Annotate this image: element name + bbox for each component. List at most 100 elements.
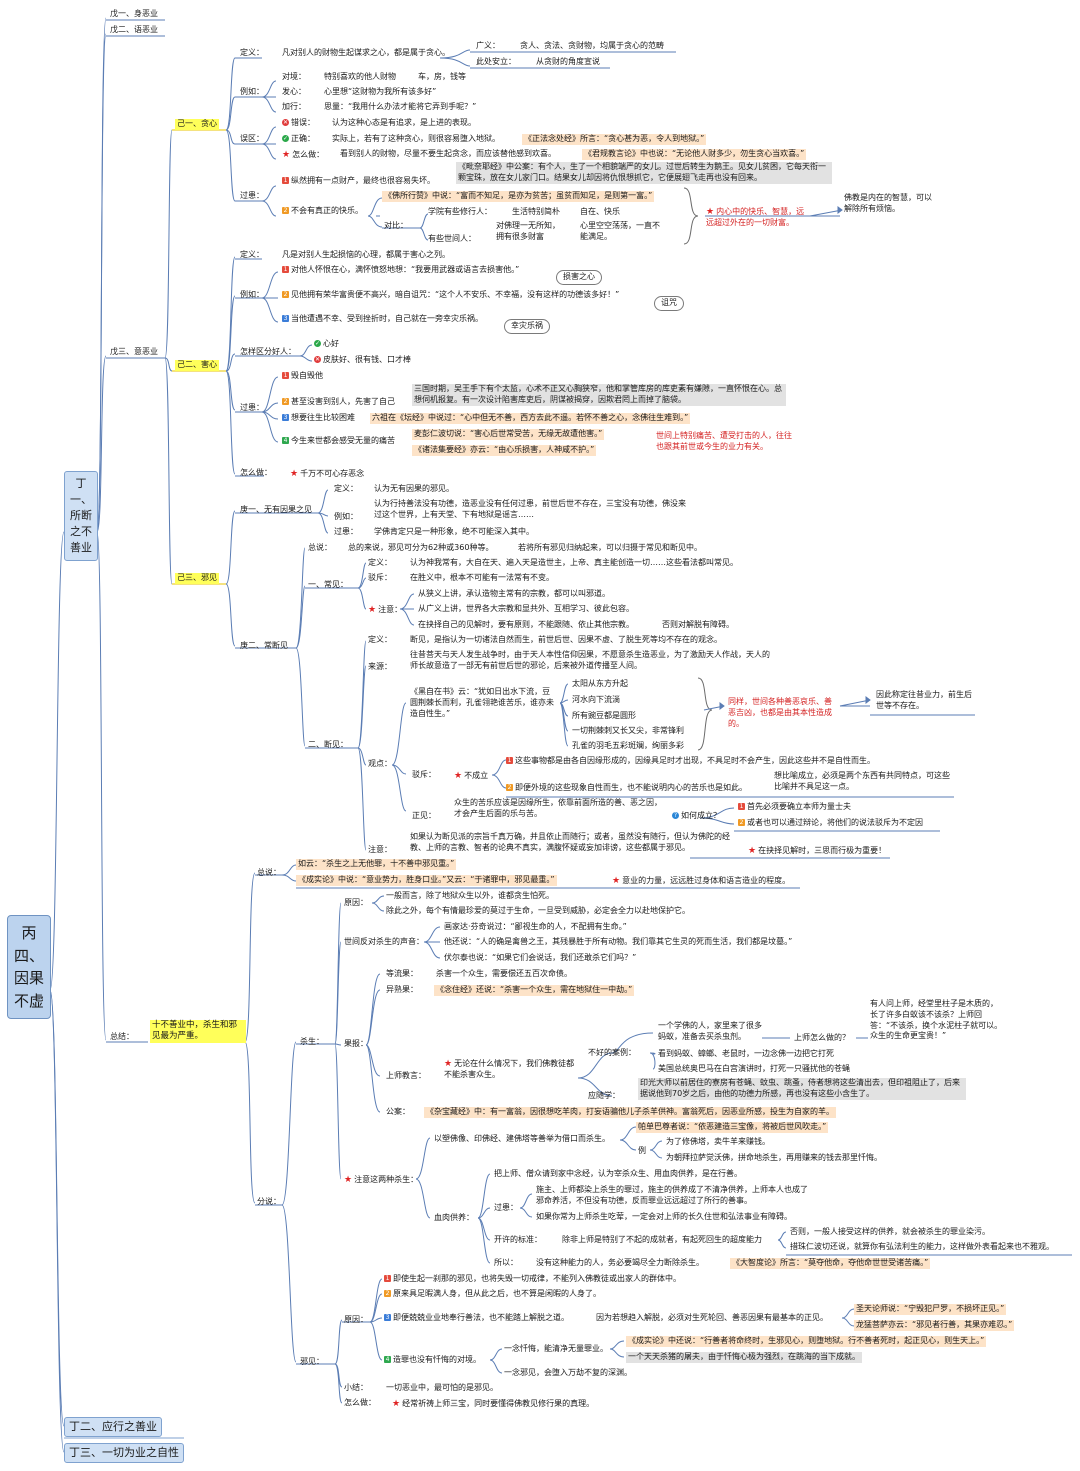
xie-g1-eg[interactable]: 认为行持善法没有功德，造恶业没有任何过患，前世后世不存在，三宝没有功德，佛没来过… <box>374 499 686 519</box>
tan-conclusion-row[interactable]: ★内心中的快乐、智慧，远远超过外在的一切财富。 <box>704 206 812 229</box>
tan-eg1[interactable]: 特别喜欢的他人财物 <box>324 72 396 81</box>
xie-c-bo[interactable]: 在胜义中，根本不可能有一法常有不变。 <box>410 573 554 582</box>
sum-sh-row[interactable]: ★无论在什么情况下，我们佛教徒都不能杀害众生。 <box>442 1058 578 1081</box>
xie-geng2[interactable]: 庚二、常断见 <box>240 641 288 650</box>
sum-xj3d[interactable]: 龙猛菩萨亦云：“邪见者行善，其果亦难忍。” <box>854 1320 1015 1331</box>
hai-guo4b[interactable]: 《诸法集要经》亦云：“由心乐损害，人神咸不护。” <box>412 445 597 456</box>
sum-zs-label[interactable]: 总说： <box>257 868 281 877</box>
sum-yy2[interactable]: 除此之外，每个有情最珍爱的莫过于生命，一旦受到威胁，必定会全力以赴地保护它。 <box>386 906 690 915</box>
xie-gd-end[interactable]: 因此称定往昔业力，前生后世等不存在。 <box>876 690 972 710</box>
hai-guo3b[interactable]: 六祖在《坛经》中说过：“心中但无不善，西方去此不遥。若怀不善之心，念佛往生难到。… <box>370 413 691 424</box>
hai-eg3-tag[interactable]: 幸灾乐祸 <box>504 319 550 334</box>
topic-hai[interactable]: 己二、害心 <box>175 360 219 371</box>
sum-zy1a[interactable]: 帕单巴尊者说：“依恶建造三宝像，将被后世风吹走。” <box>636 1122 829 1133</box>
hai-eg1-tag[interactable]: 损害之心 <box>556 270 602 285</box>
sum-sy[interactable]: 没有这种能力的人，务必要竭尽全力断除杀生。 <box>536 1258 704 1267</box>
topic-tan[interactable]: 己一、贪心 <box>175 119 219 130</box>
hai-do-row[interactable]: ★千万不可心存恶念 <box>288 468 366 480</box>
tan-guo1b[interactable]: 《毗奈耶经》中公案：有个人，生了一个相貌端严的女儿。过世后转生为鹅王。见女儿贫困… <box>456 162 832 184</box>
tan-wu3-row[interactable]: ★怎么做： <box>280 149 326 161</box>
xie-gd2[interactable]: 河水向下流淌 <box>572 695 620 704</box>
sum-xr-g1[interactable]: 施主、上师都染上杀生的罪过，施主的供养成了不清净供养，上师本人也成了邪命养活，不… <box>536 1185 808 1205</box>
tan-wu1-row[interactable]: ✕错误： <box>280 118 317 129</box>
sum-ss-label[interactable]: 杀生： <box>300 1037 324 1046</box>
sum-bh-q[interactable]: 上师怎么做的？ <box>794 1033 850 1042</box>
sum-zs2b-row[interactable]: ★意业的力量，远远胜过身体和语言造业的程度。 <box>610 875 792 887</box>
xie-c-def[interactable]: 认为神我常有，大自在天、遍入天是造世主，上帝、真主能创造一切……这些看法都叫常见… <box>410 558 738 567</box>
sum-bh2[interactable]: 看到蚂蚁、蟑螂、老鼠时，一边念佛一边把它打死 <box>658 1049 834 1058</box>
sum-kx[interactable]: 除非上师是特别了不起的成就者，有起死回生的超度能力 <box>562 1235 762 1244</box>
xie-geng1[interactable]: 庚一、无有因果之见 <box>240 505 312 514</box>
xie-duan-label[interactable]: 二、断见： <box>308 740 348 749</box>
xie-c-zhu3b[interactable]: 否则对解脱有障碍。 <box>662 620 734 629</box>
hai-guo4c[interactable]: 世间上特别痛苦、遭受打击的人，往往也跟其前世或今生的业力有关。 <box>656 431 792 451</box>
xie-zj[interactable]: 众生的苦乐应该是因缘所生，依靠前面所造的善、恶之因，才会产生后面的乐与苦。 <box>454 798 662 818</box>
tan-xue1[interactable]: 生活特别简朴 <box>512 207 560 216</box>
tan-wu2-row[interactable]: ✓正确： <box>280 134 317 145</box>
xie-c-zhu2[interactable]: 从广义上讲，世界各大宗教和显共外、互相学习、彼此包容。 <box>418 604 634 613</box>
sum-kx3[interactable]: 措珠仁波切还说，就算你有弘法利生的能力，这样做外表看起来也不雅观。 <box>790 1242 1054 1251</box>
tan-eg3[interactable]: 思量：“我用什么办法才能将它弄到手呢？” <box>324 102 477 111</box>
sum-sy2[interactable]: 《大智度论》所言：“莫夺他命，夺他命世世受诸苦痛。” <box>730 1258 931 1269</box>
sum-zy1[interactable]: 以塑佛像、印佛经、建佛塔等善举为借口而杀生。 <box>434 1134 610 1143</box>
sum-xj4d[interactable]: 一念邪见，会堕入万劫不复的深渊。 <box>504 1368 632 1377</box>
xie-zy-star-row[interactable]: ★在抉择见解时，三思而行极为重要！ <box>746 845 888 857</box>
sum-xj4a[interactable]: 《成实论》中还说：“行善者将命终时，生邪见心，则堕地狱。行不善者死时，起正见心，… <box>626 1336 987 1347</box>
tan-ci[interactable]: 从贪财的角度宣说 <box>536 57 600 66</box>
zongjie-text[interactable]: 十不善业中，杀生和邪见最为严重。 <box>150 1020 246 1043</box>
sum-ysx[interactable]: 印光大师以前居住的寮房有苍蝇、蚊虫、跳蚤，侍者想将这些清出去，但印祖阻止了，后来… <box>638 1078 966 1100</box>
tan-guo2a[interactable]: 《佛所行赞》中说：“富而不知足，是亦为贫苦；虽贫而知足，是则第一富。” <box>382 191 655 202</box>
xie-d-src[interactable]: 往昔菩天与天人发生战争时，由于天人本性信仰因果，不愿意杀生造恶业，为了激励天人作… <box>410 650 770 670</box>
xie-g1-def[interactable]: 认为无有因果的邪见。 <box>374 484 454 493</box>
xie-bo-star-row[interactable]: ★不成立 <box>452 770 490 782</box>
sum-bh-a[interactable]: 一个学佛的人，家里来了很多蚂蚁，准备去买杀虫剂。 <box>658 1021 762 1041</box>
tan-shi2[interactable]: 心里空空荡荡，一直不能满足。 <box>580 221 660 241</box>
xie-gd5[interactable]: 孔雀的羽毛五彩斑斓，绚丽多彩 <box>572 741 684 750</box>
tan-wu1[interactable]: 认为这种心态是有追求，是上进的表现。 <box>332 118 476 127</box>
hai-how2-row[interactable]: ✕皮肤好、很有钱、口才棒 <box>312 355 413 366</box>
sum-zm-row[interactable]: ★经常祈祷上师三宝，同时要懂得佛教见修行果的真理。 <box>390 1398 596 1410</box>
topic-wu3[interactable]: 戊三、意恶业 <box>110 347 158 356</box>
topic-d2[interactable]: 丁二、应行之善业 <box>64 1417 162 1437</box>
tan-guang[interactable]: 贪人、贪法、贪财物，均属于贪心的范畴 <box>520 41 664 50</box>
xie-zj-q-row[interactable]: ?如何成立？ <box>670 811 723 822</box>
sum-xr-g2[interactable]: 如果你常为上师杀生吃荤，一定会对上师的长久住世和弘法事业有障碍。 <box>536 1212 792 1221</box>
sum-kx2[interactable]: 否则，一般人接受这样的供养，就会被杀生的罪业染污。 <box>790 1227 990 1236</box>
sum-xiao[interactable]: 一切恶业中，最可怕的是邪见。 <box>386 1383 498 1392</box>
sum-zy-row[interactable]: ★注意这两种杀生： <box>342 1174 420 1186</box>
sum-sj1[interactable]: 画家达·芬奇说过：“鄙视生命的人，不配拥有生命。” <box>444 922 627 931</box>
sum-zy1b[interactable]: 为了修佛塔，卖牛羊来赚钱。 <box>666 1137 770 1146</box>
hai-how1-row[interactable]: ✓心好 <box>312 339 341 350</box>
topic-xie[interactable]: 己三、邪见 <box>175 573 219 584</box>
sum-bh-ans[interactable]: 有人问上师，经堂里柱子是木质的，长了许多白蚁该不该杀？上师回答：“不该杀，换个水… <box>870 999 1003 1041</box>
topic-wu1[interactable]: 戊一、身恶业 <box>110 9 158 18</box>
tan-wu3b[interactable]: 《君规教言论》中也说：“无论他人财多少，勿生贪心当欢喜。” <box>582 149 807 160</box>
topic-wu2[interactable]: 戊二、语恶业 <box>110 25 158 34</box>
sum-zy1c[interactable]: 为朝拜拉萨觉沃佛，拼命地杀生，再用赚来的钱去那里忏悔。 <box>666 1153 882 1162</box>
sum-yy1[interactable]: 一般而言，除了地狱众生以外，谁都贪生怕死。 <box>386 891 554 900</box>
topic-d1[interactable]: 丁一、所断之不善业 <box>64 471 98 561</box>
sum-ys[interactable]: 《念住经》还说：“杀害一个众生，需在地狱住一中劫。” <box>434 985 635 996</box>
xie-zs[interactable]: 总的来说，邪见可分为62种或360种等。 <box>348 543 494 552</box>
hai-guo2b[interactable]: 三国时期，吴王手下有个太监，心术不正又心胸狭窄，他和掌管库房的库吏素有嫌隙，一直… <box>412 384 786 406</box>
hai-eg2-tag[interactable]: 诅咒 <box>654 296 684 311</box>
tan-eg1b[interactable]: 车，房，钱等 <box>418 72 466 81</box>
hai-guo4a[interactable]: 麦彭仁波切说：“害心后世常受苦，无缘无故遭他害。” <box>412 429 605 440</box>
xie-gd4[interactable]: 一切荆棘刺又长又尖，非常锋利 <box>572 726 684 735</box>
hai-def[interactable]: 凡是对别人生起损恼的心理，都属于害心之列。 <box>282 250 450 259</box>
sum-xj4c[interactable]: 一个天天杀猪的屠夫，由于忏悔心极为强烈，在跳海的当下成就。 <box>626 1352 862 1363</box>
tan-wu2b[interactable]: 《正法念处经》所言：“贪心甚为恶，令人到地狱。” <box>522 134 707 145</box>
tan-xue2[interactable]: 自在、快乐 <box>580 207 620 216</box>
xie-chang-label[interactable]: 一、常见： <box>308 580 348 589</box>
tan-shi1[interactable]: 对佛理一无所知，拥有很多财富 <box>496 221 560 241</box>
